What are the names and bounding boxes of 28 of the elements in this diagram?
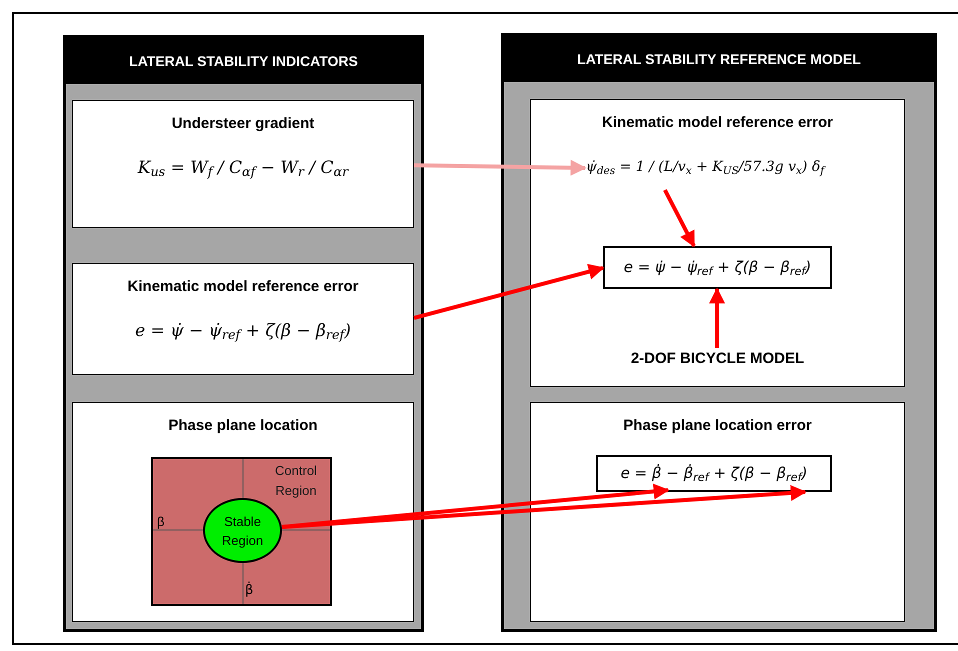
card bbox=[72, 100, 414, 228]
model-label: 2-DOF BICYCLE MODEL bbox=[610, 348, 825, 372]
arrow bbox=[663, 189, 696, 248]
card-heading: Kinematic model reference error bbox=[601, 113, 834, 133]
region-label: Control Region bbox=[274, 462, 318, 500]
region-label: Stable Region bbox=[220, 512, 264, 550]
panel bbox=[501, 33, 937, 632]
formula: ψ̇$_{des}$ = 1 / (L/v$_{x}$ + K$_{US}$/57.3g v$_{x}$) δ$_{f}$ bbox=[585, 145, 825, 190]
card-heading: Understeer gradient bbox=[170, 114, 316, 134]
card bbox=[530, 99, 905, 387]
card bbox=[72, 402, 414, 622]
card-heading: Kinematic model reference error bbox=[126, 277, 360, 297]
panel-header: LATERAL STABILITY REFERENCE MODEL bbox=[504, 36, 934, 82]
axis-label: β̇ bbox=[245, 581, 254, 600]
axis-label: β bbox=[157, 513, 164, 531]
arrow bbox=[282, 484, 807, 529]
arrow bbox=[414, 160, 587, 176]
formula: e = ψ̇ − ψ̇$_{ref}$ + ζ(β − β$_{ref}$) bbox=[134, 320, 352, 344]
formula-box: e = ψ̇ − ψ̇$_{ref}$ + ζ(β − β$_{ref}$) bbox=[603, 246, 832, 289]
panel-header: LATERAL STABILITY INDICATORS bbox=[66, 38, 421, 84]
card bbox=[72, 263, 414, 375]
panel bbox=[63, 35, 424, 632]
card-heading: Phase plane location bbox=[167, 416, 319, 436]
arrow bbox=[709, 287, 726, 348]
formula: K$_{us}$ = W$_{f}$ / C$_{αf}$ − W$_{r}$ / C$_{αr}$ bbox=[136, 157, 350, 182]
card-heading: Phase plane location error bbox=[622, 416, 813, 436]
card bbox=[530, 402, 905, 622]
formula-box: e = β̇ − β̇$_{ref}$ + ζ(β − β$_{ref}$) bbox=[596, 455, 832, 492]
